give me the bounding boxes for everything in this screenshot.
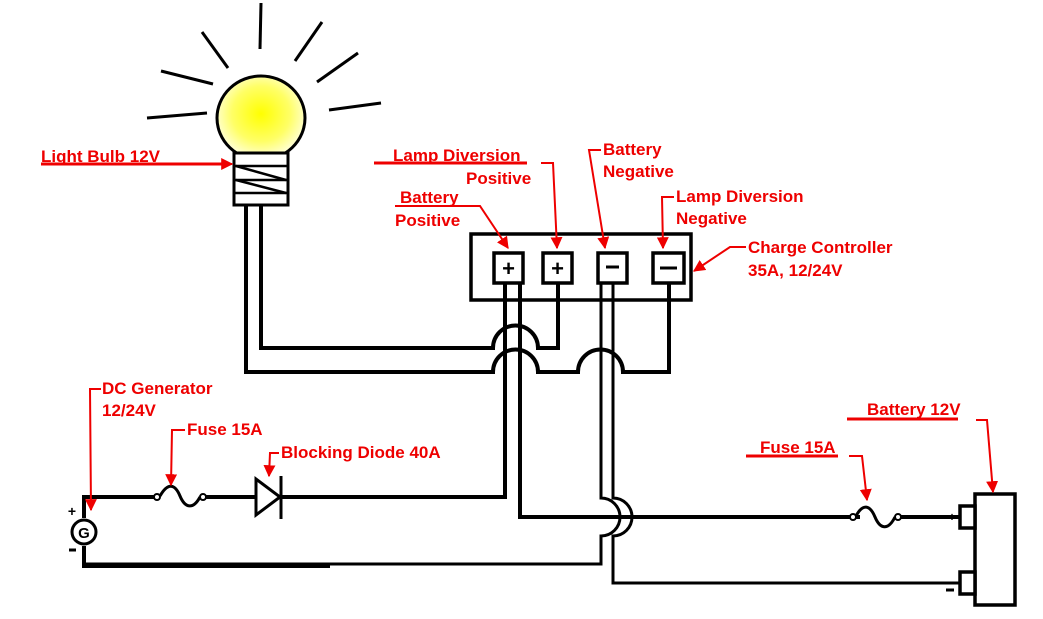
label-light-bulb: Light Bulb 12V: [41, 147, 234, 170]
svg-text:Blocking Diode 40A: Blocking Diode 40A: [281, 443, 441, 462]
svg-text:Positive: Positive: [466, 169, 531, 188]
svg-text:+: +: [68, 503, 76, 519]
label-generator-fuse: Fuse 15A: [165, 420, 263, 487]
dc-generator: G +: [68, 503, 98, 552]
light-rays: [146, 2, 382, 120]
svg-text:Positive: Positive: [395, 211, 460, 230]
label-battery-positive: Battery Positive: [395, 188, 509, 249]
svg-text:DC Generator: DC Generator: [102, 379, 213, 398]
svg-text:Lamp Diversion: Lamp Diversion: [393, 146, 521, 165]
svg-text:+: +: [948, 510, 955, 524]
svg-text:Lamp Diversion: Lamp Diversion: [676, 187, 804, 206]
svg-text:+: +: [502, 256, 515, 281]
bulb-glass: [215, 74, 307, 162]
svg-text:Negative: Negative: [676, 209, 747, 228]
svg-text:Battery: Battery: [400, 188, 459, 207]
label-lamp-diversion-positive: Lamp Diversion Positive: [374, 146, 563, 250]
svg-text:Light Bulb 12V: Light Bulb 12V: [41, 147, 161, 166]
svg-text:Fuse 15A: Fuse 15A: [760, 438, 836, 457]
svg-text:35A, 12/24V: 35A, 12/24V: [748, 261, 843, 280]
label-dc-generator: DC Generator 12/24V: [84, 379, 213, 512]
svg-text:Fuse 15A: Fuse 15A: [187, 420, 263, 439]
svg-text:G: G: [78, 525, 90, 542]
label-battery: Battery 12V: [847, 400, 999, 494]
battery: +: [946, 492, 1017, 607]
label-blocking-diode: Blocking Diode 40A: [263, 443, 441, 478]
light-bulb-icon: [146, 2, 382, 207]
terminal-battery-negative: [596, 251, 629, 285]
label-charge-controller: Charge Controller 35A, 12/24V: [693, 238, 893, 280]
terminal-lamp-diversion-positive: +: [541, 251, 574, 285]
label-lamp-diversion-negative: Lamp Diversion Negative: [656, 187, 804, 250]
blocking-diode: [254, 476, 283, 519]
label-battery-negative: Battery Negative: [587, 140, 674, 250]
label-battery-fuse: Fuse 15A: [746, 438, 872, 502]
svg-text:Battery 12V: Battery 12V: [867, 400, 961, 419]
svg-text:12/24V: 12/24V: [102, 401, 157, 420]
terminal-lamp-diversion-negative: [651, 251, 686, 285]
svg-text:+: +: [551, 256, 564, 281]
terminal-battery-positive: +: [492, 251, 525, 285]
wires: [82, 205, 960, 585]
svg-text:Battery: Battery: [603, 140, 662, 159]
generator-fuse: [153, 484, 207, 508]
battery-fuse: [849, 505, 902, 529]
svg-text:Charge Controller: Charge Controller: [748, 238, 893, 257]
svg-text:Negative: Negative: [603, 162, 674, 181]
